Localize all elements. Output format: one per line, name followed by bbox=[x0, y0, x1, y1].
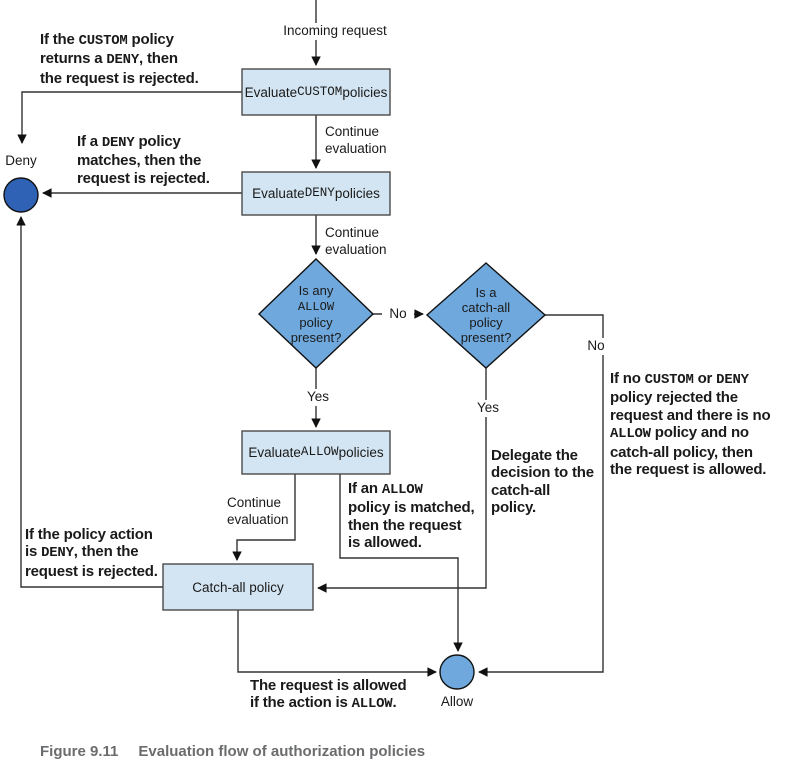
edge-catchall-to-deny-terminal bbox=[16, 216, 163, 588]
edge-diamond2-no-to-allow-terminal bbox=[478, 314, 604, 677]
figure-caption: Figure 9.11 Evaluation flow of authorizat… bbox=[40, 743, 425, 760]
edge-allowbox-to-catchall bbox=[232, 474, 296, 561]
node-evaluate-custom bbox=[241, 68, 391, 116]
label-no-2: No bbox=[579, 338, 613, 355]
node-catch-all-policy bbox=[162, 563, 314, 611]
label-incoming-request: Incoming request bbox=[258, 23, 412, 40]
terminal-deny bbox=[3, 177, 39, 213]
node-label-catch-all-policy: Catch-all policy bbox=[192, 579, 284, 595]
label-no-1: No bbox=[382, 306, 414, 323]
figure-caption-number: Figure 9.11 bbox=[40, 743, 119, 760]
label-deny: Deny bbox=[5, 153, 37, 168]
node-evaluate-deny bbox=[241, 171, 391, 216]
edge-catchall-to-allow-terminal bbox=[237, 610, 437, 677]
decision-catchall-policy-present bbox=[425, 262, 547, 369]
label-yes-1: Yes bbox=[299, 389, 337, 406]
figure-caption-text: Evaluation flow of authorization policie… bbox=[138, 743, 426, 760]
edge-allowbox-to-allow-terminal bbox=[339, 474, 463, 652]
decision-allow-policy-present bbox=[257, 258, 375, 369]
node-evaluate-allow bbox=[241, 430, 391, 475]
edge-diamond2-yes-to-catchall bbox=[317, 368, 487, 593]
terminal-allow bbox=[439, 654, 475, 690]
label-yes-2: Yes bbox=[469, 400, 507, 417]
edge-custom-to-deny-terminal bbox=[17, 91, 242, 144]
label-allow: Allow bbox=[440, 694, 474, 709]
